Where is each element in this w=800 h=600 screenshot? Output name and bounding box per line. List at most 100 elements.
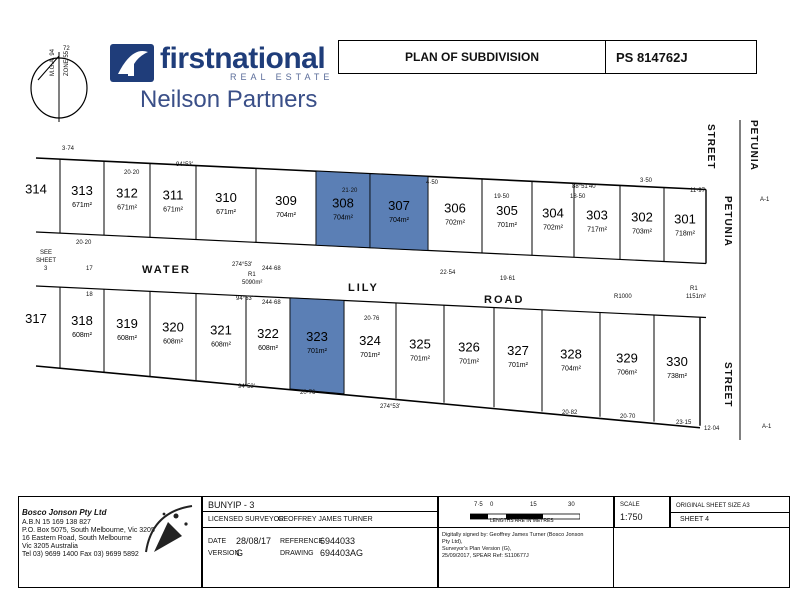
lot-number-311: 311 [163, 187, 184, 202]
lot-area-321: 608m² [211, 342, 232, 349]
dim-1204: 12·04 [704, 426, 720, 432]
sheet-number: SHEET 4 [680, 516, 710, 523]
dim-24468-mid: 244·68 [262, 300, 281, 306]
company-address1: P.O. Box 5075, South Melbourne, Vic 3205 [22, 527, 155, 534]
lot-area-322: 608m² [258, 345, 279, 352]
dim-2020-bot: 20·20 [76, 240, 92, 246]
lot-area-311: 671m² [163, 206, 184, 213]
lot-number-307: 307 [388, 198, 410, 213]
title-scale-value-cell [614, 496, 670, 528]
street-label-petunia-top: PETUNIA [748, 120, 759, 171]
project-name: BUNYIP - 3 [208, 500, 255, 510]
lot-number-309: 309 [275, 193, 297, 208]
dim-2070: 20·70 [620, 414, 636, 420]
dim-1850: 18·50 [570, 194, 586, 200]
lot-number-314: 314 [25, 182, 47, 197]
lot-area-313: 671m² [72, 202, 93, 209]
lot-area-318: 608m² [72, 332, 93, 339]
road-reserve-label: R1 [248, 272, 256, 278]
scale-units: LENGTHS ARE IN METRES [490, 518, 554, 524]
version-label: VERSION [208, 550, 240, 557]
scale-tick-2: 15 [530, 502, 537, 508]
dim-374: 3·74 [62, 146, 75, 152]
dim-2120-top: 21·20 [342, 188, 358, 194]
drawing-value: 694403AG [320, 548, 364, 558]
street-label-water: WATER [142, 264, 191, 276]
street-label-road: ROAD [484, 294, 525, 306]
dim-350: 3·50 [640, 178, 653, 184]
lot-number-324: 324 [359, 333, 381, 348]
sheet-size: ORIGINAL SHEET SIZE A3 [676, 503, 750, 509]
south-frontage [35, 285, 707, 319]
scale-value: 1:750 [620, 512, 643, 522]
corner-reserve-label: R1 [690, 286, 698, 292]
brand-realestate: REAL ESTATE [230, 72, 334, 82]
lot-number-303: 303 [586, 207, 608, 222]
lot-number-312: 312 [116, 185, 138, 200]
lot-number-304: 304 [542, 205, 564, 220]
company-address3: Vic 3205 Australia [22, 543, 78, 550]
lot-number-328: 328 [560, 347, 582, 362]
lot-area-301: 718m² [675, 231, 696, 238]
lot-number-329: 329 [616, 350, 638, 365]
a1-bot: A-1 [762, 424, 772, 430]
lot-number-302: 302 [631, 209, 653, 224]
title-company-cell [18, 496, 202, 588]
dim-17-a: 17 [86, 266, 93, 272]
dim-r1000: R1000 [614, 294, 632, 300]
brand-national: national [214, 42, 326, 75]
lot-area-304: 702m² [543, 224, 564, 231]
dim-450: 4·50 [426, 180, 439, 186]
lot-area-330: 738m² [667, 373, 688, 380]
lot-number-322: 322 [257, 326, 279, 341]
version-value: G [236, 548, 244, 558]
lot-number-305: 305 [496, 203, 518, 218]
drawing-label: DRAWING [280, 550, 314, 557]
dim-2315: 23·15 [676, 420, 692, 426]
dim-1950: 19·50 [494, 194, 510, 200]
street-label-lily: LILY [348, 282, 379, 294]
plan-number: PS 814762J [605, 40, 757, 74]
street-label-petunia-side: PETUNIA [722, 196, 733, 247]
dim-1961: 19·61 [500, 276, 516, 282]
company-logo [142, 502, 196, 556]
lot-area-309: 704m² [276, 212, 297, 219]
dim-24468: 244·68 [262, 266, 281, 272]
a1-top: A-1 [760, 197, 770, 203]
lot-area-324: 701m² [360, 352, 381, 359]
digital-line1: Digitally signed by: Geoffrey James Turn… [442, 532, 584, 538]
lot-number-306: 306 [444, 201, 466, 216]
lot-number-319: 319 [116, 316, 138, 331]
compass-rose: 72 M.G.A. 94 ZONE 55 [28, 46, 90, 124]
lot-area-302: 703m² [632, 228, 653, 235]
lot-area-326: 701m² [459, 359, 480, 366]
scale-bar [469, 508, 581, 520]
lot-area-310: 671m² [216, 209, 237, 216]
brand-logo [110, 44, 154, 82]
digital-line2: Pty Ltd), [442, 539, 463, 545]
lot-number-323: 323 [306, 329, 328, 344]
lot-number-317: 317 [25, 311, 47, 326]
company-abn: A.B.N 15 169 138 827 [22, 519, 91, 526]
dim-2254: 22·54 [440, 270, 456, 276]
company-phone: Tel 03) 9699 1400 Fax 03) 9699 5892 [22, 551, 139, 558]
lot-number-313: 313 [71, 183, 93, 198]
see-sheet-2: SHEET [36, 258, 57, 264]
lot-number-301: 301 [674, 212, 696, 227]
company-address2: 16 Eastern Road, South Melbourne [22, 535, 132, 542]
date-value: 28/08/17 [236, 536, 272, 546]
lot-area-305: 701m² [497, 222, 518, 229]
reference-value: 6944033 [320, 536, 356, 546]
title-scale-cell [438, 496, 614, 588]
lot-area-327: 701m² [508, 362, 529, 369]
dim-2082: 20·82 [562, 410, 578, 416]
reference-label: REFERENCE [280, 538, 324, 545]
lot-area-306: 702m² [445, 220, 466, 227]
lot-area-329: 706m² [617, 369, 638, 376]
surveyor-label: LICENSED SURVEYOR [208, 516, 285, 523]
lot-number-327: 327 [507, 343, 529, 358]
bearing-27453: 274°53' [232, 262, 253, 268]
bearing-27453-bot: 274°53' [380, 404, 401, 410]
lot-area-328: 704m² [561, 366, 582, 373]
